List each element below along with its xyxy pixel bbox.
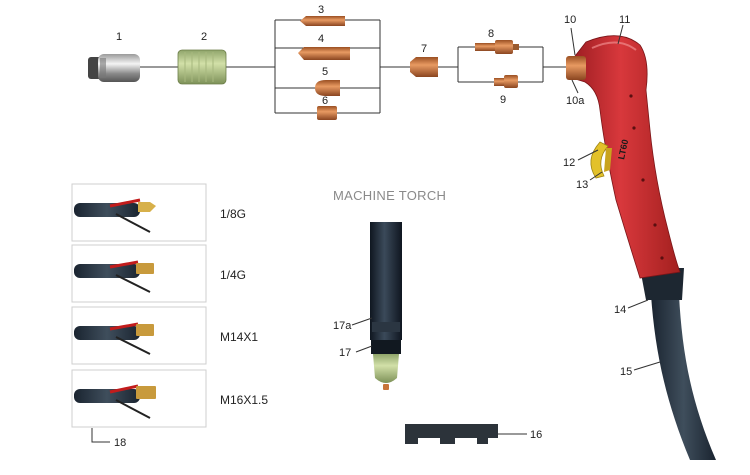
screw-dot — [653, 223, 657, 227]
exploded-parts-row — [88, 16, 566, 120]
screw-dot — [629, 94, 633, 98]
part-number-17a: 17a — [333, 320, 352, 332]
connector-cable-m16x1-5 — [74, 384, 156, 419]
part-number-13: 13 — [576, 179, 588, 191]
leader-line-13 — [589, 171, 603, 181]
torch-model-label: LT60 — [616, 138, 630, 160]
part-5-round-nozzle — [315, 80, 340, 96]
part-1-shield-cup — [88, 54, 140, 82]
machine-torch-tip — [383, 384, 389, 390]
part-number-15: 15 — [620, 366, 632, 378]
connector-label-2: 1/4G — [220, 268, 246, 282]
part-number-10: 10 — [564, 14, 576, 26]
part-number-14: 14 — [614, 304, 626, 316]
part-number-1: 1 — [116, 31, 122, 43]
part-number-10a: 10a — [566, 95, 585, 107]
part-2-retaining-cap — [177, 49, 227, 85]
part-number-3: 3 — [318, 4, 324, 16]
part-number-4: 4 — [318, 33, 324, 45]
part-8-long-electrode — [475, 40, 519, 54]
part-number-12: 12 — [563, 157, 575, 169]
part-number-7: 7 — [421, 43, 427, 55]
part-4-nozzle — [298, 47, 350, 60]
part-6-short-nozzle — [317, 106, 337, 120]
part-number-18: 18 — [114, 437, 126, 449]
part-number-16: 16 — [530, 429, 542, 441]
leader-line-10a — [571, 79, 579, 94]
screw-dot — [632, 126, 636, 130]
leader-line-12 — [577, 149, 599, 161]
connector-label-3: M14X1 — [220, 330, 258, 344]
screw-dot — [660, 256, 664, 260]
connector-panels: 1/8G 1/4G M14X1 M16X1.5 — [71, 183, 268, 443]
connector-label-4: M16X1.5 — [220, 393, 268, 407]
leader-line-15 — [633, 361, 661, 371]
part-number-8: 8 — [488, 28, 494, 40]
screw-dot — [641, 178, 645, 182]
torch-highlight — [591, 41, 637, 51]
machine-torch — [370, 222, 402, 390]
hand-torch: LT60 — [566, 35, 716, 460]
part-9-short-electrode — [494, 75, 518, 88]
connector-label-1: 1/8G — [220, 207, 246, 221]
machine-torch-band — [372, 322, 400, 332]
leader-line-14 — [627, 299, 649, 309]
leader-line-11 — [617, 24, 624, 45]
leader-line-18 — [91, 428, 110, 443]
torch-cable — [651, 295, 716, 460]
trigger-lock — [604, 148, 612, 172]
leader-line-10 — [570, 27, 576, 56]
connector-cable-1-8g — [74, 198, 156, 233]
part-number-11: 11 — [619, 14, 630, 26]
part-number-9: 9 — [500, 94, 506, 106]
leader-line-17a — [351, 317, 373, 326]
machine-torch-body — [370, 222, 402, 340]
machine-torch-title: MACHINE TORCH — [333, 188, 446, 203]
machine-torch-cap — [373, 354, 399, 383]
torch-head-insulator — [566, 56, 586, 80]
part-number-6: 6 — [322, 95, 328, 107]
connector-cable-1-4g — [74, 260, 154, 293]
leader-line-17 — [355, 345, 373, 353]
part-7-swirl-ring — [410, 57, 438, 77]
connector-cable-m14x1 — [74, 322, 154, 355]
part-number-17: 17 — [339, 347, 351, 359]
part-16-spanner-tool — [405, 424, 498, 444]
part-3-long-nozzle — [300, 16, 345, 26]
machine-torch-collar — [371, 340, 401, 354]
part-number-5: 5 — [322, 66, 328, 78]
torch-body — [571, 35, 681, 279]
part-number-2: 2 — [201, 31, 207, 43]
